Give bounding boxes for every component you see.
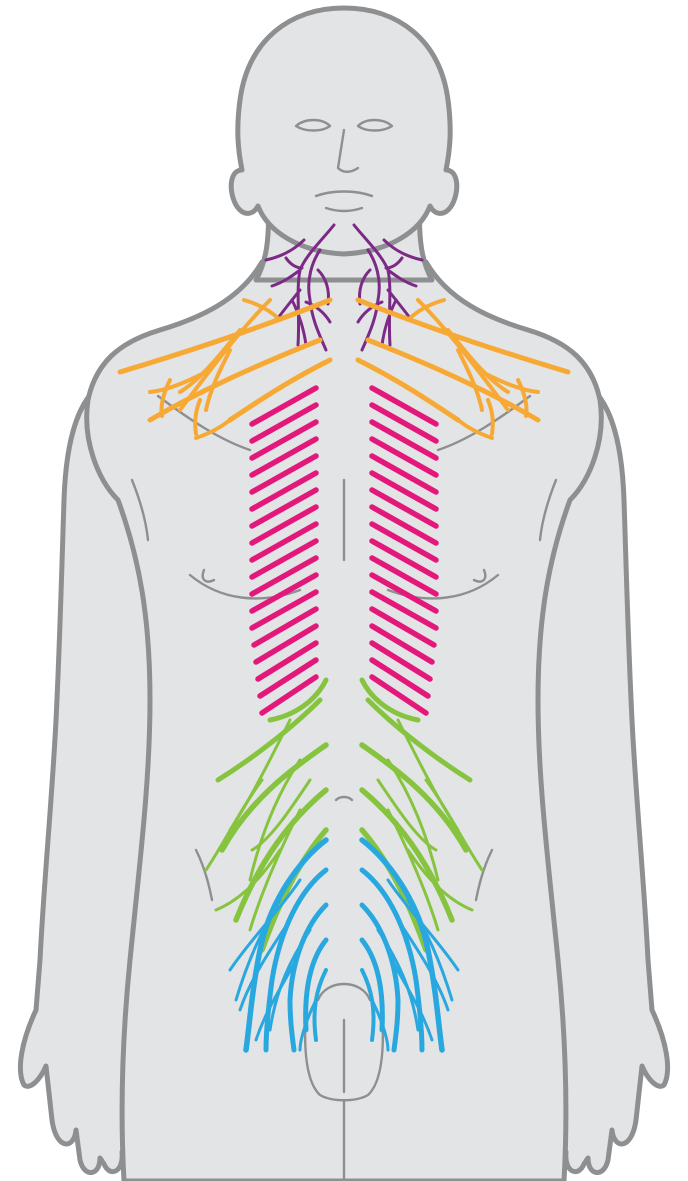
body-silhouette xyxy=(20,8,667,1181)
